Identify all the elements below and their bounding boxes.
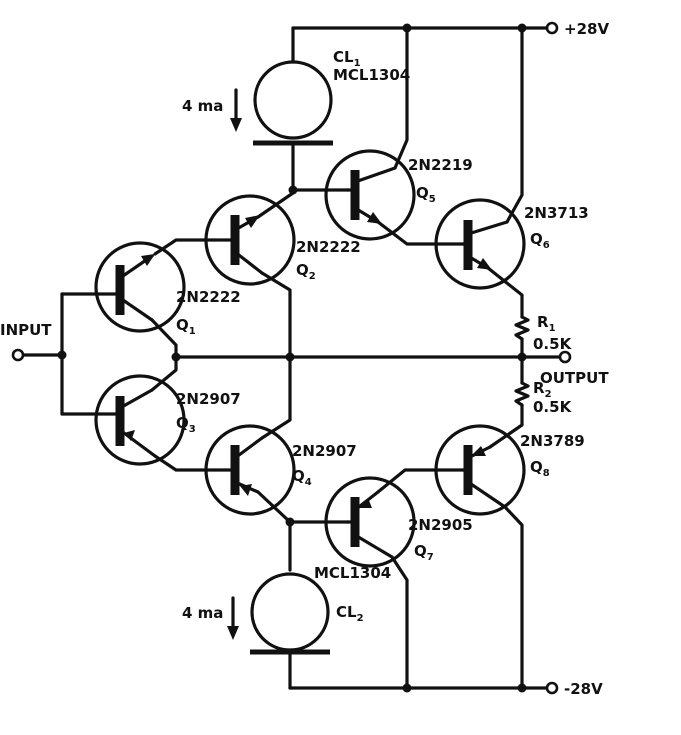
junction-dot (57, 350, 67, 360)
transistor-q5 (324, 149, 416, 241)
junction-dot (171, 352, 181, 362)
output-terminal (558, 350, 572, 364)
r2-ref-label: R2 (533, 379, 552, 400)
junction-dot (402, 23, 412, 33)
resistor-r1 (514, 315, 530, 341)
q5-part-label: 2N2219 (408, 156, 473, 174)
junction-dot (517, 683, 527, 693)
q3-part-label: 2N2907 (176, 390, 241, 408)
negative-supply-terminal (545, 681, 559, 695)
q4-ref-label: Q4 (292, 467, 312, 488)
current-limiter-cl2 (250, 572, 330, 655)
q1-ref-label: Q1 (176, 316, 196, 337)
output-label: OUTPUT (540, 369, 609, 387)
cl2-current-label: 4 ma (182, 604, 223, 622)
transistor-q7 (324, 476, 416, 568)
junction-dot (285, 517, 295, 527)
cl2-part-label: MCL1304 (314, 564, 391, 582)
r1-ref-label: R1 (537, 313, 556, 334)
junction-dot (517, 23, 527, 33)
q8-part-label: 2N3789 (520, 432, 585, 450)
q2-part-label: 2N2222 (296, 238, 361, 256)
q6-ref-label: Q6 (530, 230, 550, 251)
r1-value-label: 0.5K (533, 335, 573, 353)
transistor-q8 (434, 424, 526, 516)
q8-ref-label: Q8 (530, 458, 550, 479)
cl1-current-label: 4 ma (182, 97, 223, 115)
q2-ref-label: Q2 (296, 261, 316, 282)
transistor-q6 (434, 198, 526, 290)
positive-supply-terminal (545, 21, 559, 35)
transistor-q2 (204, 194, 296, 286)
junctions (57, 23, 527, 693)
cl1-part-label: MCL1304 (333, 66, 410, 84)
transistor-q3 (94, 374, 186, 466)
q5-ref-label: Q5 (416, 184, 436, 205)
q4-part-label: 2N2907 (292, 442, 357, 460)
cl2-ref-label: CL2 (336, 603, 364, 624)
q7-part-label: 2N2905 (408, 516, 473, 534)
q1-part-label: 2N2222 (176, 288, 241, 306)
junction-dot (517, 352, 527, 362)
cl1-ref-label: CL1 (333, 48, 361, 69)
current-limiter-cl1 (253, 60, 333, 146)
transistor-q1 (94, 241, 186, 333)
positive-supply-label: +28V (564, 20, 609, 38)
current-arrow-icon (227, 596, 239, 640)
junction-dot (288, 185, 298, 195)
junction-dot (402, 683, 412, 693)
input-terminal (11, 348, 25, 362)
transistor-q4 (204, 424, 296, 516)
r2-value-label: 0.5K (533, 398, 573, 416)
q7-ref-label: Q7 (414, 542, 434, 563)
current-arrow-icon (230, 88, 242, 132)
resistor-r2 (514, 381, 530, 407)
junction-dot (285, 352, 295, 362)
q6-part-label: 2N3713 (524, 204, 589, 222)
input-label: INPUT (0, 321, 52, 339)
q3-ref-label: Q3 (176, 414, 196, 435)
wires (20, 26, 564, 690)
negative-supply-label: -28V (564, 680, 603, 698)
